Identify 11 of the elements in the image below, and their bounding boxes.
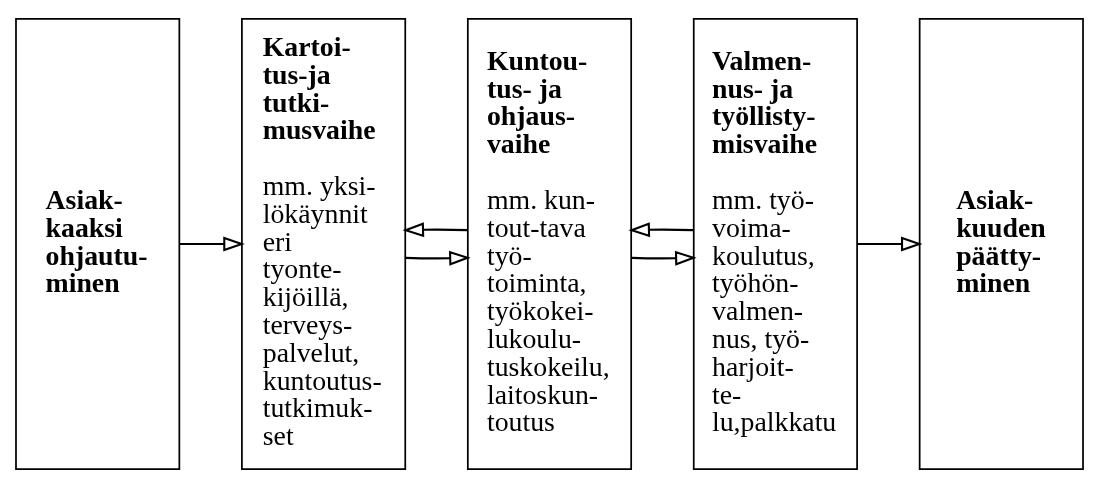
arrow — [402, 222, 468, 238]
node-box: Kuntou- tus- ja ohjaus- vaihe mm. kun- tout-tava työ- toiminta, työkokei- lukoulu- tuskokeilu, laitoskun- toutus — [466, 18, 633, 470]
node-box: Asiak- kaaksi ohjautu- minen — [15, 18, 181, 470]
arrow — [857, 236, 923, 252]
arrow — [405, 250, 471, 266]
arrow — [179, 236, 245, 252]
arrow — [631, 250, 697, 266]
node-box: Asiak- kuuden päätty- minen — [918, 18, 1084, 470]
node-box: Kartoi- tus-ja tutki- musvaihe mm. yksi- lökäynnit eri tyonte- kijöillä, terveys- palvelut, kuntoutus- tutkimuk- set — [241, 18, 407, 470]
arrow — [628, 222, 694, 238]
node-box: Valmen- nus- ja työllisty- misvaihe mm. työ- voima- koulutus, työhön- valmen- nus, työ- harjoit- te- lu,palkkatu — [692, 18, 858, 470]
